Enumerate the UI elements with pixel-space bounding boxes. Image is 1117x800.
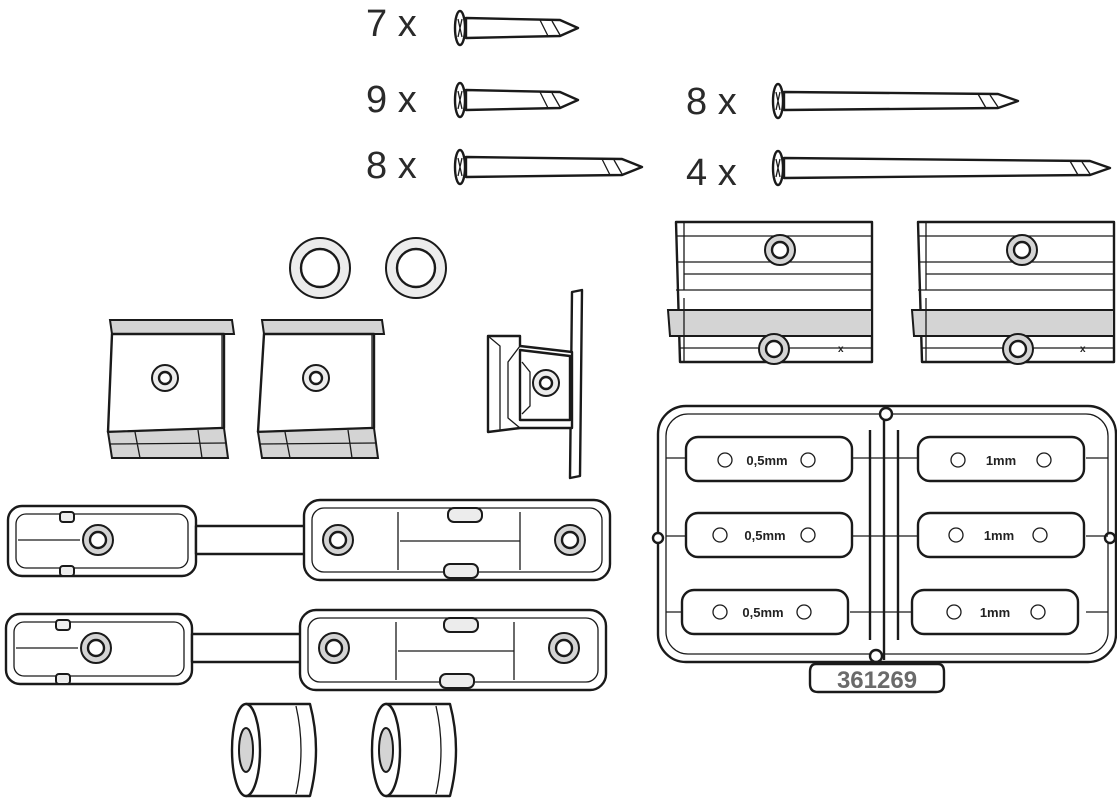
screw-long bbox=[771, 82, 1020, 120]
screw-qty-label: 8 x bbox=[366, 145, 417, 187]
screw-group-1: 7 x bbox=[366, 3, 580, 47]
spacer-tab: 1mm bbox=[916, 511, 1086, 559]
screw-qty-label: 4 x bbox=[686, 152, 737, 194]
rubber-buffer bbox=[230, 702, 318, 798]
screw-qty-label: 9 x bbox=[366, 79, 417, 121]
bracket-mark: x bbox=[1080, 344, 1086, 355]
bracket-mark: x bbox=[838, 344, 844, 355]
spacer-label: 1mm bbox=[984, 528, 1014, 543]
frame-bracket: x bbox=[666, 220, 874, 366]
screw-extra-long bbox=[771, 149, 1112, 187]
spacer-tab: 0,5mm bbox=[684, 435, 854, 483]
spacer-label: 1mm bbox=[986, 453, 1016, 468]
spacer-tab: 1mm bbox=[916, 435, 1086, 483]
angle-bracket bbox=[486, 288, 584, 480]
spacer-tab: 0,5mm bbox=[680, 588, 850, 636]
screw-short bbox=[453, 9, 580, 47]
spacer-sprue: 0,5mm 0,5mm 0,5mm 1mm 1mm 1mm bbox=[651, 404, 1117, 694]
part-number: 361269 bbox=[837, 667, 917, 694]
screw-group-2: 9 x bbox=[366, 79, 580, 121]
screw-group-4: 8 x bbox=[686, 81, 1020, 123]
spacer-tab: 1mm bbox=[910, 588, 1080, 636]
rubber-buffer bbox=[370, 702, 458, 798]
screw-qty-label: 7 x bbox=[366, 3, 417, 45]
washer bbox=[384, 236, 448, 300]
spacer-label: 1mm bbox=[980, 605, 1010, 620]
hinge-plate bbox=[4, 608, 608, 692]
screw-qty-label: 8 x bbox=[686, 81, 737, 123]
screw-medium bbox=[453, 148, 644, 186]
spacer-label: 0,5mm bbox=[742, 605, 783, 620]
screw-short bbox=[453, 81, 580, 119]
hinge-plate bbox=[6, 498, 612, 582]
mounting-clip bbox=[106, 319, 236, 459]
spacer-label: 0,5mm bbox=[744, 528, 785, 543]
part-number-tag: 361269 bbox=[808, 662, 946, 694]
frame-bracket: x bbox=[910, 220, 1116, 366]
washer bbox=[288, 236, 352, 300]
screw-group-5: 4 x bbox=[686, 149, 1112, 194]
mounting-clip bbox=[256, 319, 386, 459]
spacer-tab: 0,5mm bbox=[684, 511, 854, 559]
spacer-label: 0,5mm bbox=[746, 453, 787, 468]
screw-group-3: 8 x bbox=[366, 145, 644, 187]
